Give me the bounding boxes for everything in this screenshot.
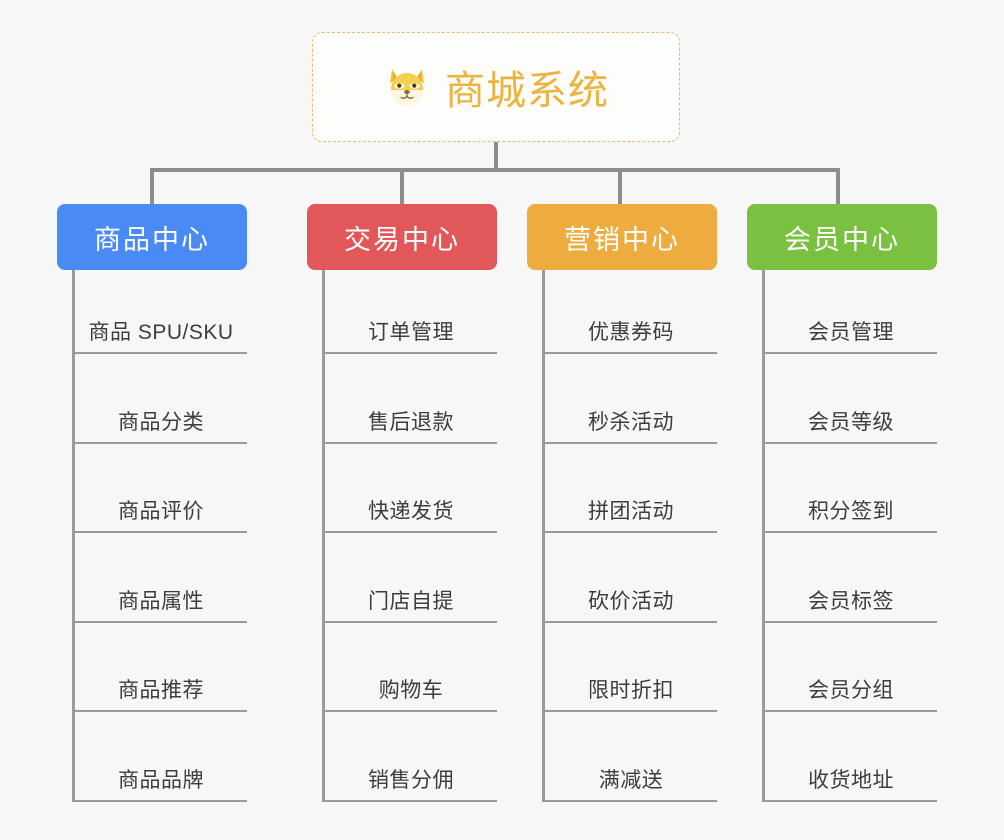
list-item[interactable]: 门店自提 (325, 533, 497, 623)
leaf-label: 收货地址 (808, 768, 894, 792)
leaf-list-4: 会员管理 会员等级 积分签到 会员标签 会员分组 收货地址 (762, 270, 937, 802)
category-header-4[interactable]: 会员中心 (747, 204, 937, 270)
leaf-label: 会员标签 (808, 589, 894, 613)
connector-drop-2 (400, 170, 404, 204)
leaf-label: 会员分组 (808, 679, 894, 702)
category-title-3: 营销中心 (564, 224, 680, 255)
leaf-label: 拼团活动 (588, 500, 674, 523)
leaf-label: 快递发货 (368, 500, 454, 523)
connector-drop-4 (836, 170, 840, 204)
list-item[interactable]: 满减送 (545, 712, 717, 802)
leaf-label: 销售分佣 (368, 768, 454, 792)
category-column-4: 会员中心 会员管理 会员等级 积分签到 会员标签 会员分组 收货地址 (747, 204, 937, 802)
list-item[interactable]: 会员分组 (765, 623, 937, 712)
list-item[interactable]: 商品推荐 (75, 623, 247, 712)
category-header-2[interactable]: 交易中心 (307, 204, 497, 270)
root-title: 商城系统 (445, 69, 609, 113)
leaf-list-3: 优惠券码 秒杀活动 拼团活动 砍价活动 限时折扣 满减送 (542, 270, 717, 802)
leaf-label: 购物车 (378, 679, 444, 702)
leaf-label: 门店自提 (368, 589, 454, 613)
connector-root-stem (494, 142, 498, 170)
list-item[interactable]: 限时折扣 (545, 623, 717, 712)
list-item[interactable]: 商品分类 (75, 354, 247, 444)
leaf-label: 商品属性 (118, 589, 204, 613)
list-item[interactable]: 快递发货 (325, 444, 497, 533)
leaf-label: 售后退款 (368, 410, 454, 434)
leaf-label: 会员管理 (808, 321, 894, 344)
leaf-label: 会员等级 (808, 410, 894, 434)
leaf-label: 积分签到 (808, 500, 894, 523)
category-column-2: 交易中心 订单管理 售后退款 快递发货 门店自提 购物车 销售分佣 (307, 204, 497, 802)
list-item[interactable]: 砍价活动 (545, 533, 717, 623)
leaf-label: 优惠券码 (588, 321, 674, 344)
root-node[interactable]: 商城系统 (312, 32, 680, 142)
shiba-dog-face-icon (383, 63, 431, 111)
leaf-label: 商品评价 (118, 500, 204, 523)
leaf-label: 商品推荐 (118, 679, 204, 702)
leaf-label: 商品分类 (118, 410, 204, 434)
leaf-list-2: 订单管理 售后退款 快递发货 门店自提 购物车 销售分佣 (322, 270, 497, 802)
category-column-1: 商品中心 商品 SPU/SKU 商品分类 商品评价 商品属性 商品推荐 商品品牌 (57, 204, 247, 802)
leaf-label: 订单管理 (368, 321, 454, 344)
list-item[interactable]: 商品属性 (75, 533, 247, 623)
leaf-label: 满减送 (598, 768, 664, 792)
list-item[interactable]: 会员标签 (765, 533, 937, 623)
list-item[interactable]: 订单管理 (325, 270, 497, 354)
list-item[interactable]: 优惠券码 (545, 270, 717, 354)
leaf-list-1: 商品 SPU/SKU 商品分类 商品评价 商品属性 商品推荐 商品品牌 (72, 270, 247, 802)
category-column-3: 营销中心 优惠券码 秒杀活动 拼团活动 砍价活动 限时折扣 满减送 (527, 204, 717, 802)
category-header-1[interactable]: 商品中心 (57, 204, 247, 270)
category-title-1: 商品中心 (94, 224, 210, 255)
category-title-2: 交易中心 (344, 224, 460, 255)
list-item[interactable]: 会员管理 (765, 270, 937, 354)
leaf-label: 商品 SPU/SKU (88, 321, 234, 344)
list-item[interactable]: 积分签到 (765, 444, 937, 533)
category-title-4: 会员中心 (784, 224, 900, 255)
list-item[interactable]: 销售分佣 (325, 712, 497, 802)
connector-drop-1 (150, 170, 154, 204)
connector-drop-3 (618, 170, 622, 204)
leaf-label: 秒杀活动 (588, 410, 674, 434)
list-item[interactable]: 会员等级 (765, 354, 937, 444)
list-item[interactable]: 商品品牌 (75, 712, 247, 802)
leaf-label: 限时折扣 (588, 679, 674, 702)
connector-horizontal-bar (150, 168, 840, 172)
list-item[interactable]: 拼团活动 (545, 444, 717, 533)
leaf-label: 砍价活动 (588, 589, 674, 613)
list-item[interactable]: 收货地址 (765, 712, 937, 802)
list-item[interactable]: 秒杀活动 (545, 354, 717, 444)
list-item[interactable]: 购物车 (325, 623, 497, 712)
list-item[interactable]: 商品评价 (75, 444, 247, 533)
list-item[interactable]: 商品 SPU/SKU (75, 270, 247, 354)
category-header-3[interactable]: 营销中心 (527, 204, 717, 270)
list-item[interactable]: 售后退款 (325, 354, 497, 444)
leaf-label: 商品品牌 (118, 768, 204, 792)
